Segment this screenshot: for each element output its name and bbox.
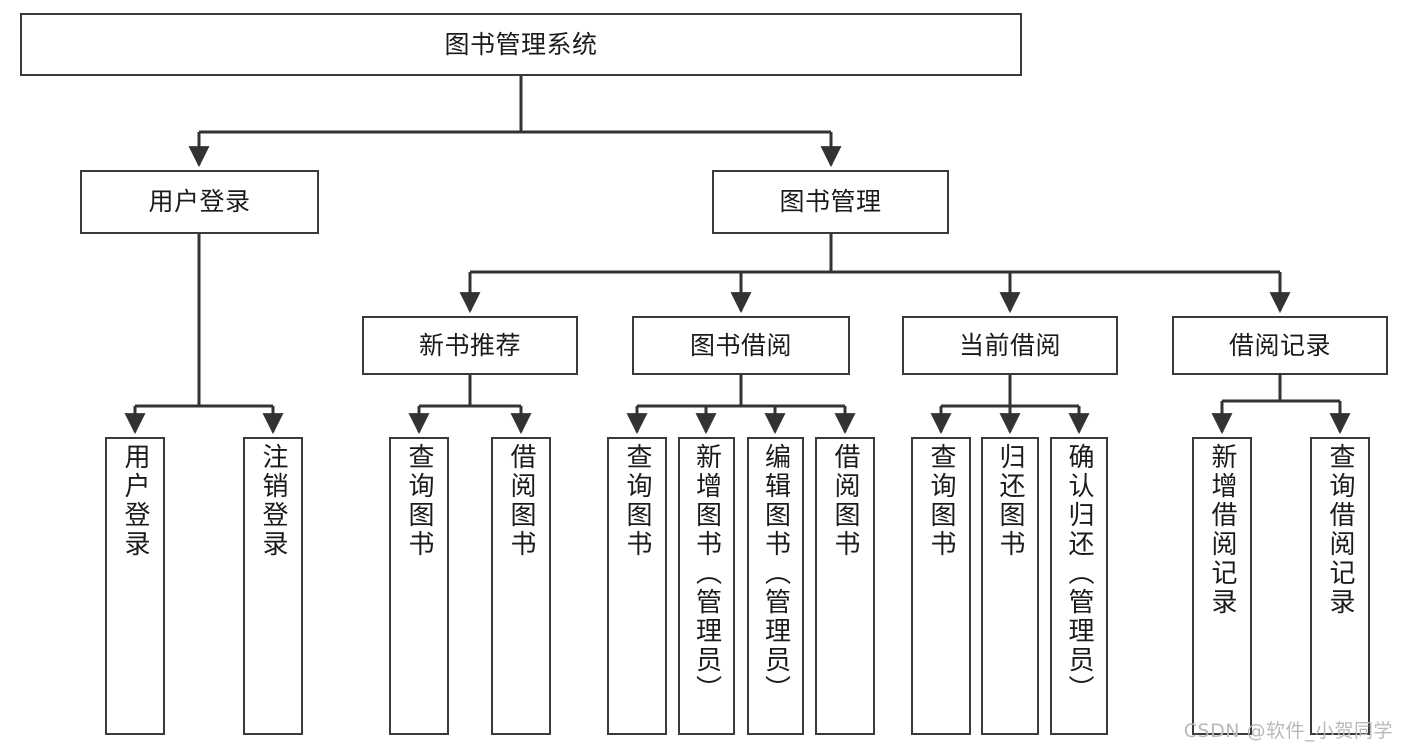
leaf-bb-edit-book-label: 编辑图书（管理员） — [760, 443, 791, 704]
leaf-br-add-record-label: 新增借阅记录 — [1207, 443, 1237, 617]
node-borrow-record-label: 借阅记录 — [1228, 330, 1331, 360]
leaf-bb-borrow-book-label: 借阅图书 — [830, 443, 860, 559]
leaf-cb-return-book[interactable]: 归还图书 — [981, 437, 1039, 735]
node-user-login[interactable]: 用户登录 — [80, 170, 319, 234]
leaf-bb-add-book-label: 新增图书（管理员） — [691, 443, 722, 704]
leaf-nb-borrow-book-label: 借阅图书 — [506, 443, 536, 559]
node-new-book-recommend[interactable]: 新书推荐 — [362, 316, 578, 375]
leaf-bb-add-book[interactable]: 新增图书（管理员） — [678, 437, 735, 735]
leaf-bb-edit-book[interactable]: 编辑图书（管理员） — [747, 437, 804, 735]
node-book-borrow-label: 图书借阅 — [689, 330, 792, 360]
node-user-login-label: 用户登录 — [148, 187, 251, 217]
leaf-br-add-record[interactable]: 新增借阅记录 — [1192, 437, 1252, 735]
node-borrow-record[interactable]: 借阅记录 — [1172, 316, 1388, 375]
node-book-borrow[interactable]: 图书借阅 — [632, 316, 850, 375]
node-book-manage[interactable]: 图书管理 — [712, 170, 949, 234]
leaf-cb-return-book-label: 归还图书 — [995, 443, 1025, 559]
node-new-book-recommend-label: 新书推荐 — [418, 330, 521, 360]
watermark: CSDN @软件_小贺同学 — [1183, 720, 1393, 742]
leaf-user-login-label: 用户登录 — [120, 443, 150, 559]
node-root[interactable]: 图书管理系统 — [20, 13, 1022, 76]
leaf-cb-confirm-return-label: 确认归还（管理员） — [1064, 443, 1094, 704]
leaf-user-login[interactable]: 用户登录 — [105, 437, 165, 735]
node-book-manage-label: 图书管理 — [779, 187, 882, 217]
leaf-nb-query-book[interactable]: 查询图书 — [389, 437, 449, 735]
leaf-cb-query-book-label: 查询图书 — [926, 443, 956, 559]
node-current-borrow[interactable]: 当前借阅 — [902, 316, 1118, 375]
node-root-label: 图书管理系统 — [444, 29, 598, 59]
leaf-nb-query-book-label: 查询图书 — [404, 443, 434, 559]
leaf-cb-query-book[interactable]: 查询图书 — [911, 437, 971, 735]
node-current-borrow-label: 当前借阅 — [958, 330, 1061, 360]
leaf-br-query-record[interactable]: 查询借阅记录 — [1310, 437, 1370, 735]
leaf-bb-query-book-label: 查询图书 — [622, 443, 652, 559]
leaf-br-query-record-label: 查询借阅记录 — [1325, 443, 1355, 617]
leaf-logout[interactable]: 注销登录 — [243, 437, 303, 735]
leaf-bb-query-book[interactable]: 查询图书 — [607, 437, 667, 735]
leaf-logout-label: 注销登录 — [258, 443, 288, 559]
leaf-cb-confirm-return[interactable]: 确认归还（管理员） — [1050, 437, 1108, 735]
leaf-bb-borrow-book[interactable]: 借阅图书 — [815, 437, 875, 735]
leaf-nb-borrow-book[interactable]: 借阅图书 — [491, 437, 551, 735]
